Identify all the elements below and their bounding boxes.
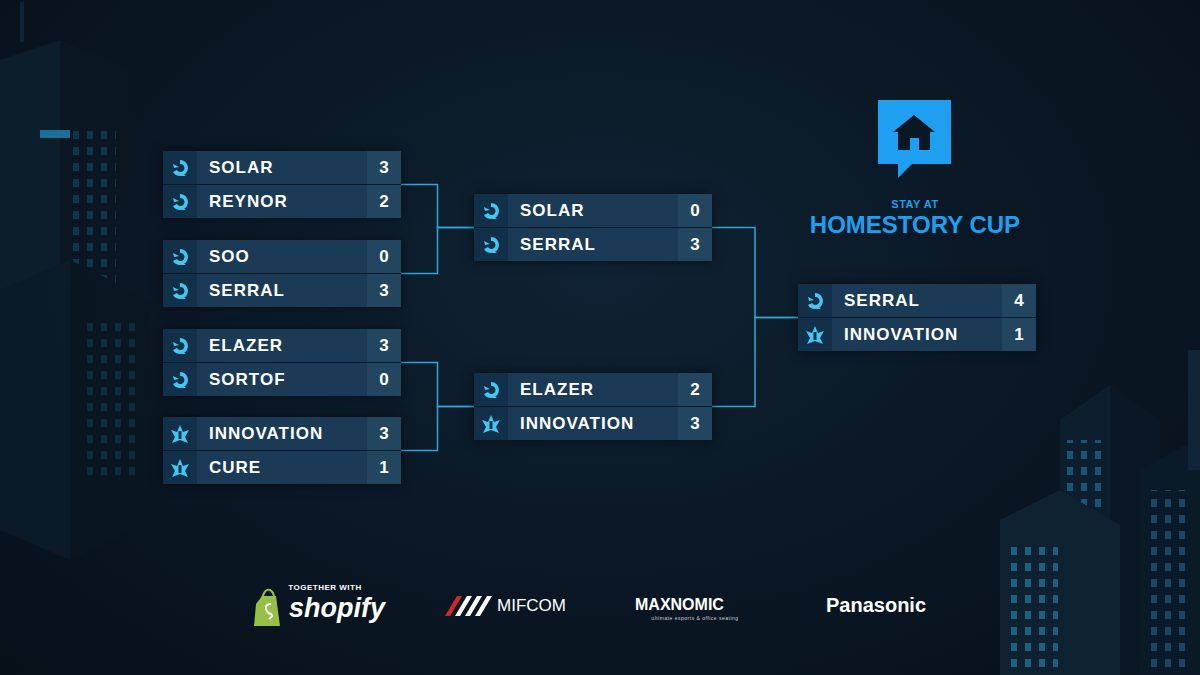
player-row: SERRAL3 [474, 227, 712, 261]
zerg-icon [481, 201, 501, 221]
player-name: ELAZER [197, 329, 367, 362]
score: 0 [678, 194, 712, 227]
player-row: SERRAL4 [798, 284, 1036, 317]
race-cell [474, 407, 508, 440]
score: 0 [367, 240, 401, 273]
score: 1 [367, 451, 401, 484]
race-cell [163, 329, 197, 362]
zerg-icon [170, 247, 190, 267]
score: 3 [367, 151, 401, 184]
logo-subtitle: STAY AT [891, 198, 938, 210]
player-name: INNOVATION [508, 407, 678, 440]
score: 3 [678, 407, 712, 440]
player-row: SOLAR3 [163, 151, 401, 184]
score: 3 [367, 417, 401, 450]
player-row: INNOVATION3 [474, 406, 712, 440]
match-box: ELAZER3SORTOF0 [163, 329, 401, 396]
race-cell [798, 284, 832, 317]
player-row: SORTOF0 [163, 362, 401, 396]
player-name: SERRAL [508, 228, 678, 261]
player-name: SERRAL [197, 274, 367, 307]
race-cell [163, 151, 197, 184]
score: 2 [367, 185, 401, 218]
match-box: SOLAR0SERRAL3 [474, 194, 712, 261]
bracket-connector [712, 228, 798, 318]
terran-icon [170, 424, 190, 444]
bracket-connector [712, 318, 798, 407]
bracket-connector [401, 185, 474, 228]
match-box: SERRAL4INNOVATION1 [798, 284, 1036, 351]
race-cell [163, 417, 197, 450]
player-name: SORTOF [197, 363, 367, 396]
player-name: INNOVATION [832, 318, 1002, 351]
player-name: SOLAR [197, 151, 367, 184]
zerg-icon [481, 380, 501, 400]
terran-icon [481, 414, 501, 434]
player-name: SOO [197, 240, 367, 273]
score: 3 [678, 228, 712, 261]
score: 4 [1002, 284, 1036, 317]
zerg-icon [170, 281, 190, 301]
zerg-icon [170, 370, 190, 390]
player-row: SOLAR0 [474, 194, 712, 227]
sponsor-name: shopify [289, 593, 385, 624]
player-row: ELAZER2 [474, 373, 712, 406]
zerg-icon [170, 336, 190, 356]
player-row: CURE1 [163, 450, 401, 484]
shopify-bag-icon [254, 590, 280, 626]
zerg-icon [805, 291, 825, 311]
match-box: INNOVATION3CURE1 [163, 417, 401, 484]
player-row: INNOVATION3 [163, 417, 401, 450]
player-name: INNOVATION [197, 417, 367, 450]
race-cell [798, 318, 832, 351]
score: 2 [678, 373, 712, 406]
player-name: SOLAR [508, 194, 678, 227]
player-row: ELAZER3 [163, 329, 401, 362]
mifcom-slashes-icon [445, 596, 492, 616]
race-cell [163, 240, 197, 273]
race-cell [163, 451, 197, 484]
zerg-icon [170, 158, 190, 178]
zerg-icon [481, 235, 501, 255]
terran-icon [805, 325, 825, 345]
sponsor-name: MIFCOM [497, 596, 566, 616]
right-buildings [1000, 350, 1200, 675]
sponsor-name: Panasonic [826, 594, 926, 617]
player-row: REYNOR2 [163, 184, 401, 218]
race-cell [474, 228, 508, 261]
zerg-icon [170, 192, 190, 212]
match-box: ELAZER2INNOVATION3 [474, 373, 712, 440]
match-box: SOO0SERRAL3 [163, 240, 401, 307]
race-cell [163, 185, 197, 218]
match-box: SOLAR3REYNOR2 [163, 151, 401, 218]
player-name: REYNOR [197, 185, 367, 218]
terran-icon [170, 458, 190, 478]
player-row: INNOVATION1 [798, 317, 1036, 351]
player-name: SERRAL [832, 284, 1002, 317]
player-name: ELAZER [508, 373, 678, 406]
score: 3 [367, 274, 401, 307]
race-cell [163, 363, 197, 396]
player-row: SOO0 [163, 240, 401, 273]
race-cell [474, 373, 508, 406]
left-buildings [0, 2, 150, 560]
score: 3 [367, 329, 401, 362]
score: 0 [367, 363, 401, 396]
player-name: CURE [197, 451, 367, 484]
score: 1 [1002, 318, 1036, 351]
player-row: SERRAL3 [163, 273, 401, 307]
race-cell [474, 194, 508, 227]
sponsor-caption: TOGETHER WITH [288, 583, 361, 592]
sponsor-name: MAXNOMIC [635, 596, 724, 614]
homestory-logo [878, 100, 951, 178]
logo-title: HOMESTORY CUP [810, 211, 1020, 239]
race-cell [163, 274, 197, 307]
sponsor-tagline: ultimate esports & office seating [651, 615, 738, 621]
bracket-connector [401, 363, 474, 407]
bracket-connector [401, 228, 474, 274]
bracket-connector [401, 407, 474, 451]
